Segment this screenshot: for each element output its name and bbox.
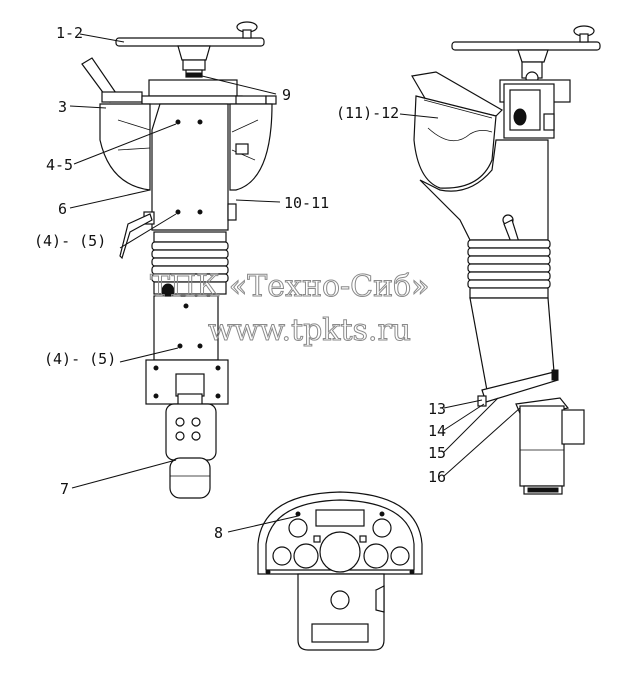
right-motor	[515, 397, 585, 495]
label-3: 3	[58, 98, 67, 116]
leader-lines	[69, 33, 521, 533]
label-11-12: (11)-12	[336, 104, 399, 122]
watermark-line-1: ТПК «Техно-Сиб»	[150, 269, 430, 304]
label-6: 6	[58, 200, 67, 218]
watermark-line-2: www.tpkts.ru	[208, 313, 411, 348]
left-steering-column-assembly	[81, 21, 277, 499]
label-9: 9	[282, 86, 291, 104]
label-8: 8	[214, 524, 223, 542]
tilt-lever	[81, 57, 143, 103]
label-16: 16	[428, 468, 446, 486]
right-lower-tube	[469, 297, 559, 407]
label-4-5-lower: (4)- (5)	[44, 350, 116, 368]
label-4-5: 4-5	[46, 156, 73, 174]
label-14: 14	[428, 422, 446, 440]
right-column-head	[499, 79, 571, 139]
instrument-panel	[257, 491, 423, 651]
label-4-5-upper: (4)- (5)	[34, 232, 106, 250]
label-10-11: 10-11	[284, 194, 329, 212]
column-body	[119, 103, 237, 260]
bellows-right	[467, 239, 551, 299]
label-7: 7	[60, 480, 69, 498]
label-1-2: 1-2	[56, 24, 83, 42]
label-15: 15	[428, 444, 446, 462]
steering-wheel-right	[451, 25, 601, 85]
part-labels: 1-2 3 4-5 6 (4)- (5) (4)- (5) 7 8 9 10-1…	[34, 24, 446, 542]
column-head	[99, 79, 277, 191]
label-13: 13	[428, 400, 446, 418]
watermark: ТПК «Техно-Сиб» www.tpkts.ru	[150, 269, 431, 349]
steering-wheel-left	[115, 21, 265, 78]
hydraulic-unit	[165, 403, 217, 499]
lower-tube	[145, 295, 229, 407]
bellows-left	[151, 231, 229, 299]
right-steering-column-assembly	[411, 25, 601, 495]
instrument-hood	[411, 71, 503, 189]
